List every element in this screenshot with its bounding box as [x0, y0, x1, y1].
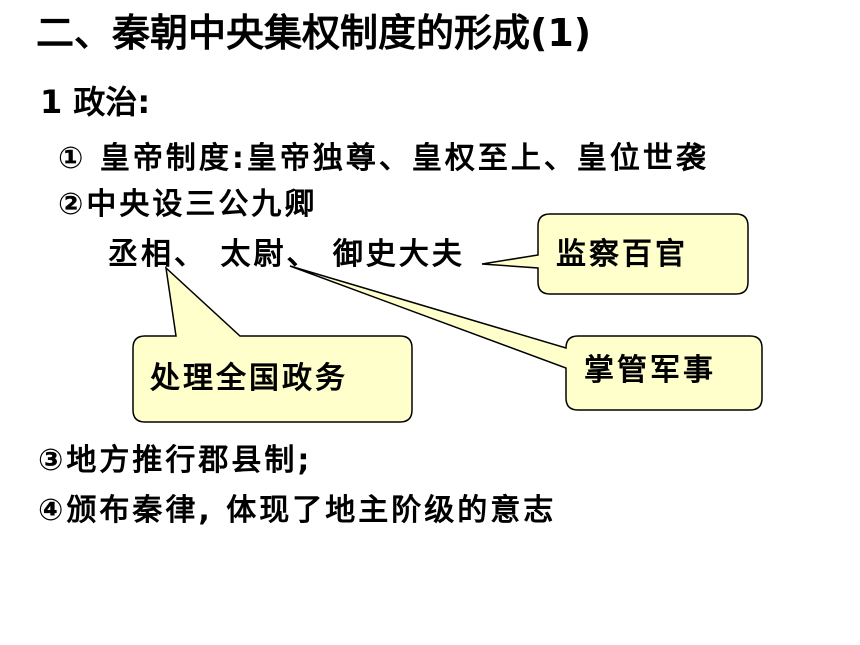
slide-title: 二、秦朝中央集权制度的形成(1) [36, 11, 592, 55]
three-ministers-line: 丞相、 太尉、 御史大夫 [108, 237, 465, 272]
point-emperor-system: ① 皇帝制度:皇帝独尊、皇权至上、皇位世袭 [58, 141, 709, 176]
callout-bubble-zhangguan [289, 265, 763, 411]
section-heading: 1 政治: [40, 83, 151, 121]
callout-bubble-chuli [132, 266, 413, 423]
callout-chuli-text: 处理全国政务 [150, 361, 348, 396]
point-qin-law: ④颁布秦律, 体现了地主阶级的意志 [38, 493, 557, 528]
point-central-officials: ②中央设三公九卿 [58, 187, 318, 222]
callout-zhangguan-text: 掌管军事 [584, 353, 716, 388]
callout-jiancha-text: 监察百官 [556, 237, 688, 272]
callout-bubble-jiancha [481, 213, 749, 295]
point-commandery-system: ③地方推行郡县制; [38, 443, 313, 478]
